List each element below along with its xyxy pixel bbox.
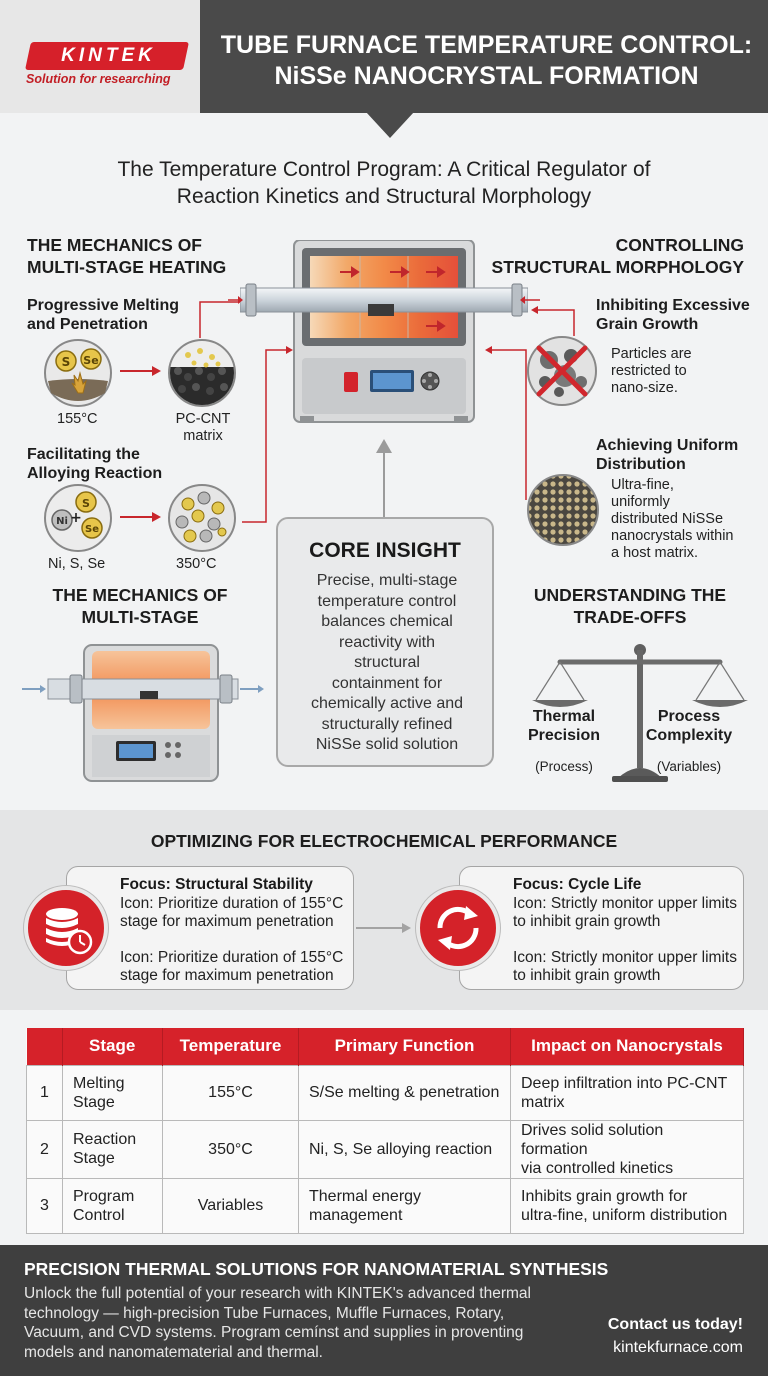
- website-link[interactable]: kintekfurnace.com: [613, 1339, 743, 1356]
- temperature-cell: 155°C: [162, 1064, 299, 1121]
- structural-stability-focus: Focus: Structural Stability: [120, 876, 313, 893]
- page-title: TUBE FURNACE TEMPERATURE CONTROL: NiSSe …: [220, 31, 753, 90]
- ni-s-se-reactants-icon: Ni S Se +: [44, 484, 112, 552]
- footer: [0, 1245, 768, 1376]
- function-cell: Ni, S, Se alloying reaction: [298, 1119, 511, 1179]
- structural-stability-card: [66, 866, 354, 990]
- optimizing-title: OPTIMIZING FOR ELECTROCHEMICAL PERFORMAN…: [150, 831, 618, 851]
- tube-furnace-illustration: [240, 240, 528, 423]
- small-tube-furnace-illustration: [22, 644, 264, 782]
- grain-growth-inhibited-icon: [527, 336, 597, 406]
- header: KINTEK Solution for researching TUBE FUR…: [0, 0, 768, 113]
- pc-cnt-matrix-icon: [168, 339, 236, 407]
- arrow-right-icon: [356, 923, 411, 933]
- alloyed-particles-icon: [168, 484, 236, 552]
- row-number: 3: [26, 1177, 63, 1234]
- row-number: 2: [26, 1119, 63, 1179]
- sulfur-selenium-melting-icon: S Se: [44, 339, 112, 407]
- column-header-temperature: Temperature: [162, 1028, 299, 1065]
- arrow-right-icon: [120, 366, 161, 376]
- column-header-number: [26, 1028, 63, 1065]
- balance-scale-icon: [532, 644, 748, 782]
- core-insight-title: CORE INSIGHT: [309, 539, 461, 562]
- column-header-impact: Impact on Nanocrystals: [510, 1028, 744, 1065]
- function-cell: S/Se melting & penetration: [298, 1064, 511, 1121]
- svg-text:Ni: Ni: [56, 516, 68, 527]
- temperature-cell: Variables: [162, 1177, 299, 1234]
- flow-arrow-icon: [520, 296, 540, 304]
- refresh-cycle-icon: [416, 886, 500, 970]
- svg-text:Se: Se: [85, 524, 99, 535]
- database-clock-icon: [24, 886, 108, 970]
- table-header-row: Stage Temperature Primary Function Impac…: [26, 1028, 744, 1065]
- column-header-function: Primary Function: [298, 1028, 511, 1065]
- cycle-life-focus: Focus: Cycle Life: [513, 876, 642, 893]
- cycle-life-card: [459, 866, 744, 990]
- svg-text:Se: Se: [83, 354, 98, 367]
- logo[interactable]: KINTEK: [61, 45, 156, 66]
- logo-area: KINTEK Solution for researching: [0, 0, 200, 113]
- arrow-up-icon: [376, 439, 392, 519]
- svg-text:S: S: [82, 497, 90, 510]
- melting-temperature: 155°C: [57, 411, 98, 427]
- connector-lines-right: [485, 306, 575, 500]
- svg-text:S: S: [62, 355, 71, 369]
- uniform-distribution-icon: [527, 474, 599, 546]
- arrow-right-icon: [120, 512, 161, 522]
- thermal-precision-sub: (Process): [535, 759, 593, 774]
- footer-title: PRECISION THERMAL SOLUTIONS FOR NANOMATE…: [24, 1259, 609, 1279]
- header-pointer: [366, 112, 414, 138]
- row-number: 1: [26, 1064, 63, 1121]
- logo-tagline: Solution for researching: [26, 72, 171, 86]
- title-band: [200, 0, 768, 113]
- process-complexity-sub: (Variables): [656, 759, 722, 774]
- footer-text: Unlock the full potential of your resear…: [24, 1285, 531, 1361]
- stages-table: Stage Temperature Primary Function Impac…: [26, 1028, 744, 1234]
- temperature-cell: 350°C: [162, 1119, 299, 1179]
- subtitle: The Temperature Control Program: A Criti…: [117, 158, 651, 208]
- contact-cta[interactable]: Contact us today!: [607, 1316, 743, 1333]
- svg-text:+: +: [70, 510, 82, 526]
- alloying-temperature: 350°C: [176, 556, 217, 572]
- flow-arrow-icon: [228, 296, 243, 304]
- reactants-label: Ni, S, Se: [48, 556, 106, 572]
- column-header-stage: Stage: [62, 1028, 163, 1065]
